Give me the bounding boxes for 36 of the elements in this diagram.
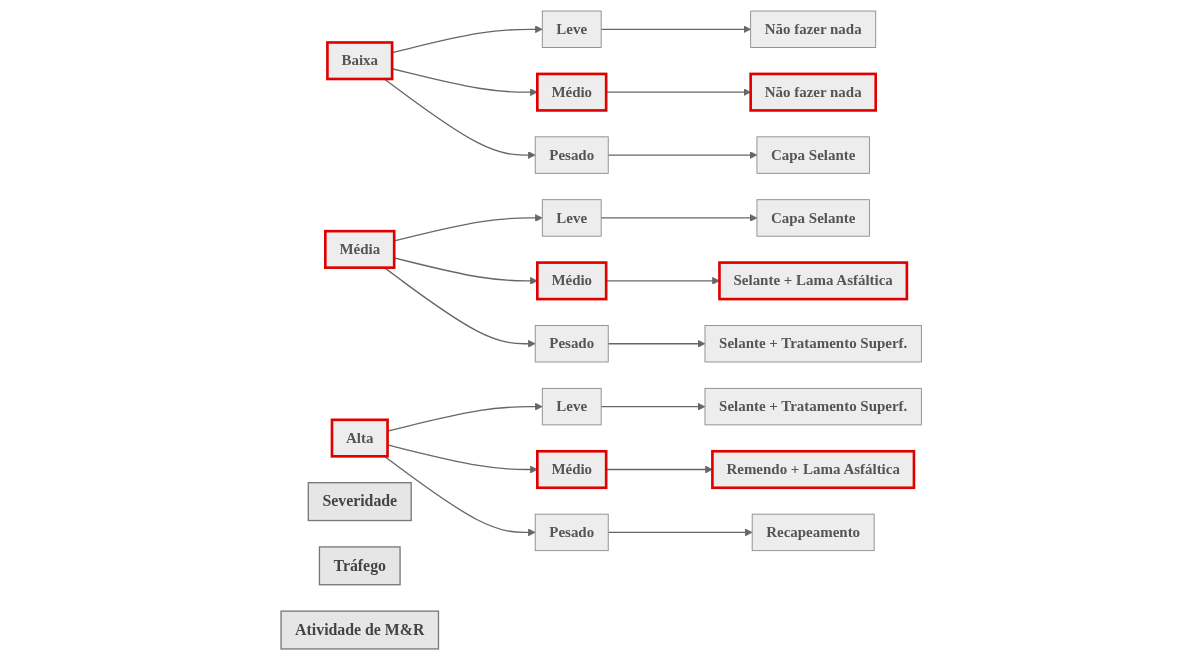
arrow: [384, 267, 536, 348]
node-box: [756, 136, 871, 174]
arrow: [387, 444, 538, 474]
arrow: [600, 25, 752, 34]
arrow: [387, 402, 543, 432]
node-box: [280, 610, 440, 650]
node-box: [756, 199, 871, 237]
node-box: [326, 41, 394, 81]
arrow: [600, 402, 706, 411]
node-box: [535, 325, 609, 363]
node-box: [307, 482, 413, 522]
node-box: [324, 229, 396, 269]
node-box: [711, 449, 916, 490]
node-box: [330, 418, 390, 458]
node-box: [542, 387, 602, 426]
arrow: [384, 455, 536, 537]
node-box: [319, 546, 402, 586]
arrow: [607, 151, 758, 159]
node-box: [535, 513, 609, 552]
node-box: [535, 136, 609, 174]
arrow: [600, 214, 758, 222]
node-box: [536, 449, 608, 490]
arrow: [607, 528, 753, 537]
node-box: [752, 513, 875, 552]
node-box: [542, 199, 602, 237]
flowchart-diagram: Baixa Leve Não fazer nada Médio Não fazer nada Pesado Capa Selante Média Leve Capa Selante Médio Selante + Lama Asfáltica Pesado Selante + Tratamento Superf. Alta Leve Selante + Tratamento Superf. Médio Remendo + Lama Asfáltica Pesado Recapeamento Severidade Tráfego Atividade de M&R: [274, 4, 929, 656]
node-box: [704, 387, 923, 426]
node-box: [749, 72, 878, 112]
node-box: [542, 10, 602, 48]
arrow: [607, 339, 706, 348]
node-box: [704, 325, 923, 363]
node-box: [536, 261, 608, 301]
node-box: [750, 10, 877, 48]
node-box: [536, 72, 608, 112]
arrow: [384, 78, 536, 159]
node-box: [718, 261, 909, 301]
